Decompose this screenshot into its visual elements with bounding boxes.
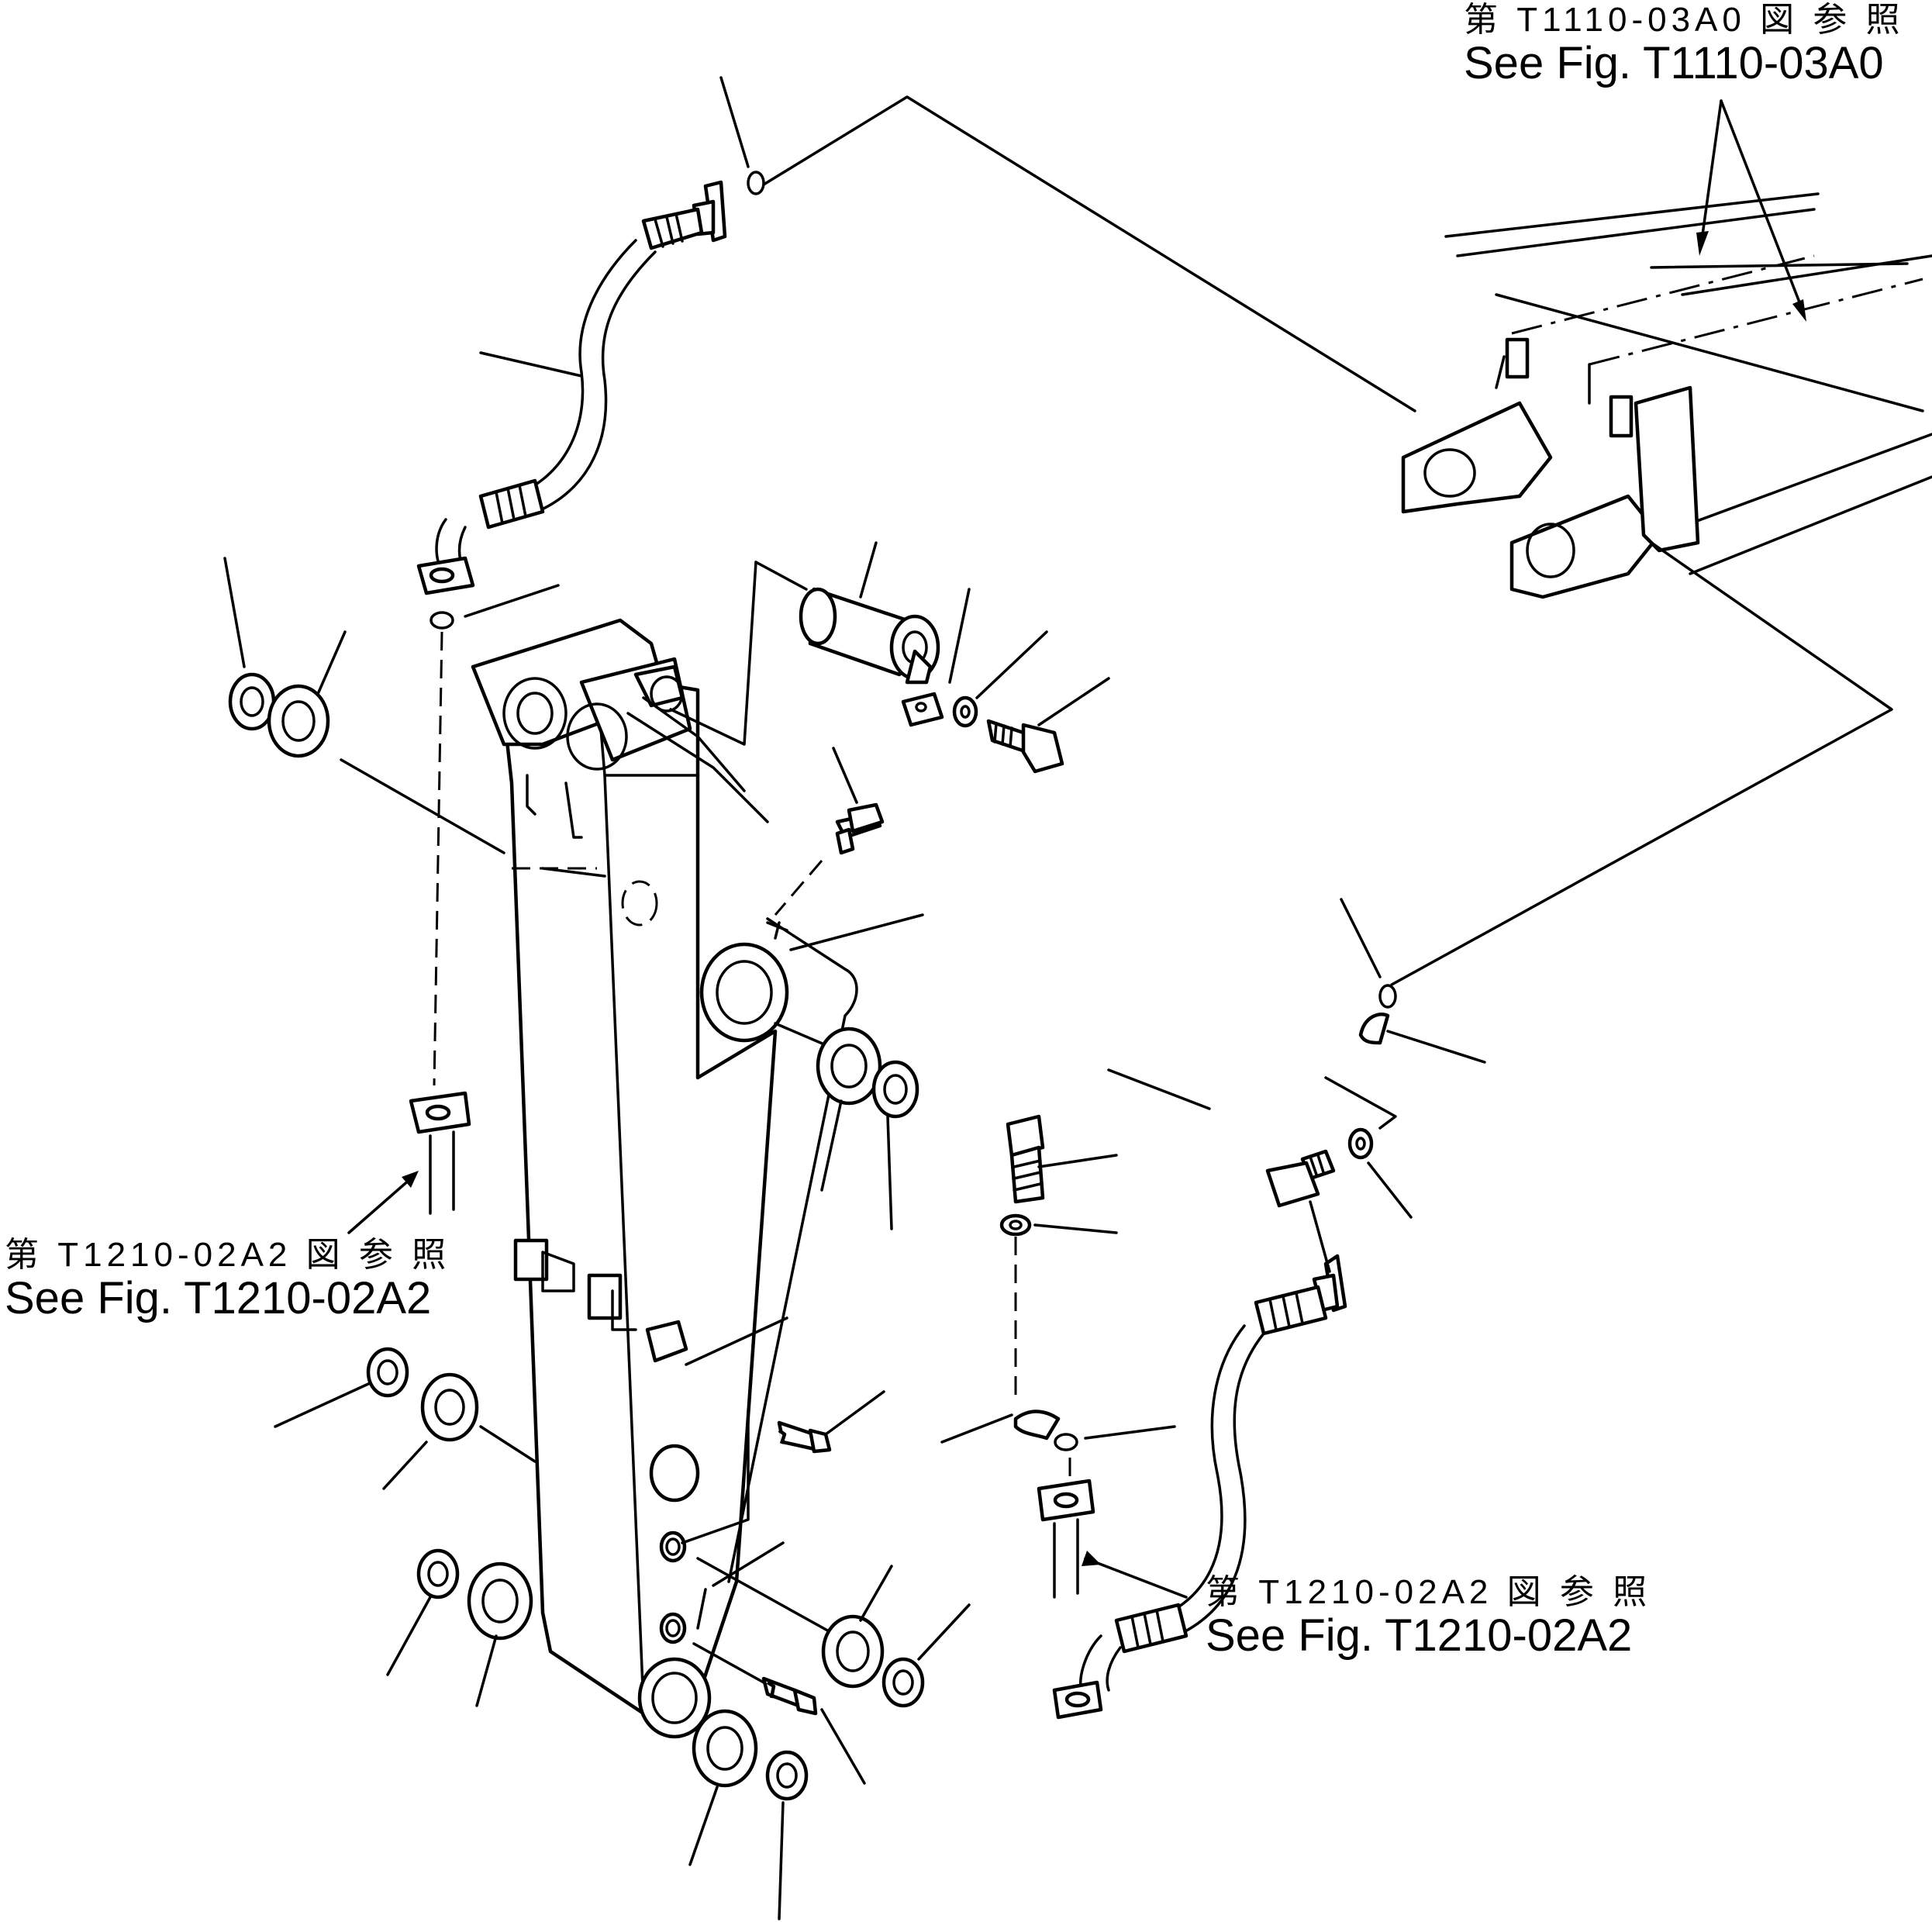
top-reference-arrows [1696,99,1806,322]
reference-right-en: See Fig. T1210-02A2 [1206,1610,1633,1661]
top-bolt [986,719,1064,774]
reference-left-jp: 第 T1210-02A2 図 参 照 [5,1236,451,1274]
right-hose-stub [1037,1479,1095,1599]
right-washer [1347,1127,1374,1160]
lower-oring-top [1378,984,1397,1009]
reference-left-en: See Fig. T1210-02A2 [5,1273,432,1324]
leader-lower-oring [1390,541,1893,986]
bottom-bushing [692,1709,758,1788]
reference-label-right: 第 T1210-02A2 図 参 照 See Fig. T1210-02A2 [1206,1573,1652,1661]
lower-oring-bottom [1054,1433,1078,1451]
vertical-bolt [1006,1114,1045,1204]
reference-top-jp: 第 T1110-03A0 図 参 照 [1464,1,1905,39]
upper-oring-bottom [430,611,454,630]
grease-fitting-lower [761,1676,818,1716]
middle-clip [645,1320,688,1363]
lower-hose [1052,1254,1347,1720]
left-mid-seal [366,1347,409,1398]
half-clamp-lower [1013,1410,1061,1441]
reference-label-top: 第 T1110-03A0 図 参 照 See Fig. T1110-03A0 [1464,1,1905,89]
center-bushing [816,1027,882,1106]
left-mid-bushing [420,1372,479,1442]
right-bolt [1265,1149,1336,1208]
grease-fitting-middle [777,1420,832,1454]
center-seal [871,1060,919,1119]
top-pin [799,587,940,685]
arm-body [471,618,858,1739]
left-bottom-seal [416,1548,460,1599]
half-clamp-upper [1358,1013,1390,1045]
lock-plate [901,692,944,727]
upper-oring-top [747,171,765,195]
washer-top [952,695,978,728]
reference-top-en: See Fig. T1110-03A0 [1464,38,1884,89]
reference-label-left: 第 T1210-02A2 図 参 照 See Fig. T1210-02A2 [5,1236,451,1324]
right-lower-seal [881,1657,925,1708]
vertical-washer [999,1213,1032,1237]
left-top-bushing [267,684,330,758]
boom-section [1401,192,1932,599]
upper-hose [416,180,727,595]
left-bottom-bushing [467,1561,533,1641]
left-hose-stub [409,1091,471,1215]
right-lower-bushing [821,1614,885,1689]
grease-fitting-upper [835,802,885,855]
reference-right-jp: 第 T1210-02A2 図 参 照 [1206,1573,1652,1611]
leader-upper-oring [762,95,1416,412]
bottom-seal [765,1750,809,1801]
left-top-seal [228,672,276,731]
top-pin-leader [669,561,757,746]
